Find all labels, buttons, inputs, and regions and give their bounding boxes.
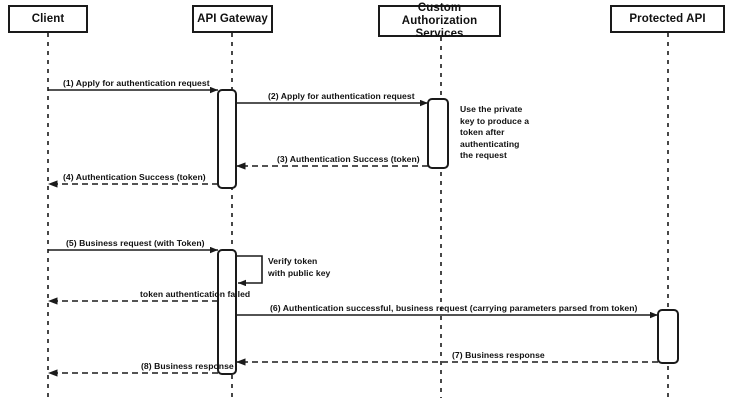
participant-box-custom-authorization-services[interactable]: Custom Authorization Services — [378, 2, 501, 40]
activation-bar-gw-act-2[interactable] — [217, 249, 237, 375]
activation-bar-papi-act-1[interactable] — [657, 309, 679, 364]
message-label-2: (2) Apply for authentication request — [268, 91, 415, 101]
message-label-4: (4) Authentication Success (token) — [63, 172, 206, 182]
self-message-5[interactable] — [236, 255, 263, 287]
message-label-5: (5) Business request (with Token) — [66, 238, 205, 248]
participant-box-client[interactable]: Client — [8, 5, 88, 33]
message-label-6: (6) Authentication successful, business … — [270, 303, 638, 313]
message-label-8: (8) Business response — [141, 361, 234, 371]
activation-bar-group — [217, 89, 679, 375]
participant-label-client: Client — [31, 12, 65, 25]
message-label-1: (1) Apply for authentication request — [63, 78, 210, 88]
self-message-label: Verify token with public key — [268, 256, 331, 278]
message-label-3: (3) Authentication Success (token) — [277, 154, 420, 164]
participant-label-protected-api: Protected API — [629, 12, 706, 25]
participant-box-protected-api[interactable]: Protected API — [610, 5, 725, 33]
participant-label-custom-authorization-services: Custom Authorization Services — [401, 1, 478, 40]
activation-bar-auth-act-1[interactable] — [427, 98, 449, 169]
participant-box-api-gateway[interactable]: API Gateway — [192, 5, 273, 33]
message-label-7: (7) Business response — [452, 350, 545, 360]
participant-label-api-gateway: API Gateway — [197, 12, 268, 25]
message-label-fail: token authentication failed — [140, 289, 251, 299]
message-arrow-group — [48, 86, 658, 377]
note-private-key-note: Use the private key to produce a token a… — [460, 104, 530, 160]
activation-bar-gw-act-1[interactable] — [217, 89, 237, 189]
lifeline-group — [47, 33, 669, 398]
